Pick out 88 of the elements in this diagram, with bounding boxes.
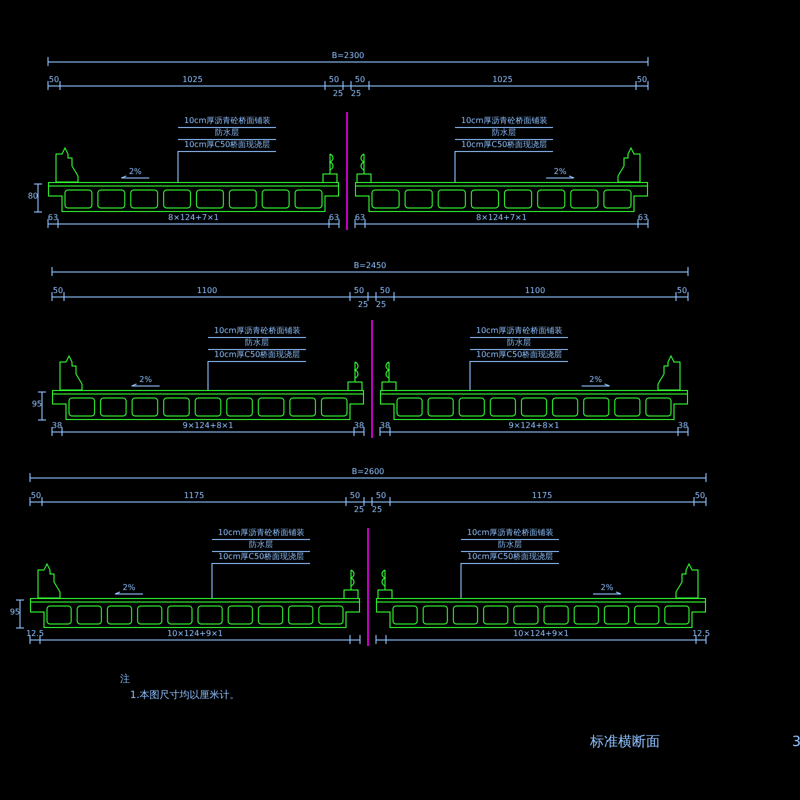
layer-label: 10cm厚C50桥面现浇层: [455, 140, 554, 152]
dimension-label: B=2600: [352, 467, 384, 476]
hollow-slab-deck-drawing: [376, 598, 706, 628]
dimension-label: 9×124+8×1: [508, 421, 560, 430]
layer-callout: [208, 326, 306, 362]
dimension-label: 50: [380, 286, 390, 295]
dimension-label: 1025: [182, 75, 203, 84]
dimension-label: 63: [354, 213, 366, 222]
dimension-label: 50: [350, 491, 360, 500]
layer-label: 10cm厚C50桥面现浇层: [178, 140, 276, 152]
layer-label: 10cm厚沥青砼桥面铺装: [455, 116, 554, 128]
dimension-label: 25: [350, 89, 362, 98]
dimension-label: 63: [328, 213, 340, 222]
layer-label: 防水层: [208, 338, 306, 350]
drawing-title: 标准横断面: [590, 734, 660, 750]
layer-label: 10cm厚C50桥面现浇层: [470, 350, 568, 362]
layer-label: 10cm厚沥青砼桥面铺装: [208, 326, 306, 338]
dimension-label: 1100: [196, 286, 218, 295]
dimension-label: 10×124+9×1: [513, 629, 569, 638]
dimension-label: 38: [52, 421, 62, 430]
dimension-label: 2%: [122, 583, 136, 592]
dimension-label: 63: [48, 213, 58, 222]
dimension-label: 2%: [554, 167, 566, 176]
dimension-label: 63: [638, 213, 648, 222]
leader-line: [460, 562, 462, 598]
dimension-label: 1175: [532, 491, 552, 500]
layer-label: 10cm厚C50桥面现浇层: [461, 552, 560, 564]
dimension-label: 1100: [524, 286, 546, 295]
layer-label: 防水层: [470, 338, 568, 350]
dimension-label: 25: [358, 300, 368, 309]
layer-label: 10cm厚沥青砼桥面铺装: [461, 528, 560, 540]
leader-line: [454, 150, 456, 182]
note-text: 1.本图尺寸均以厘米计。: [130, 690, 240, 702]
dimension-label: 12.5: [692, 629, 710, 638]
hollow-slab-deck-drawing: [52, 390, 364, 420]
dimension-label: 95: [10, 608, 20, 616]
dimension-label: 50: [636, 75, 648, 84]
layer-label: 防水层: [461, 540, 560, 552]
dimension-label: 50: [354, 286, 364, 295]
dimension-label: 2%: [600, 583, 614, 592]
dimension-label: 50: [676, 286, 688, 295]
dimension-label: 8×124+7×1: [168, 213, 219, 222]
hollow-slab-deck-drawing: [30, 598, 360, 628]
dimension-label: 50: [376, 491, 386, 500]
dimension-label: 12.5: [26, 629, 44, 638]
layer-label: 10cm厚沥青砼桥面铺装: [470, 326, 568, 338]
page-number: 3: [792, 734, 800, 750]
layer-callout: [212, 528, 310, 564]
dimension-label: 25: [372, 505, 382, 514]
dimension-label: 2%: [139, 375, 152, 384]
dimension-label: 2%: [128, 167, 142, 176]
dimension-label: 1175: [184, 491, 204, 500]
dimension-label: 95: [32, 400, 42, 408]
dimension-label: 50: [328, 75, 340, 84]
layer-label: 防水层: [178, 128, 276, 140]
hollow-slab-deck-drawing: [355, 182, 648, 212]
dimension-label: 50: [694, 491, 706, 500]
hollow-slab-deck-drawing: [380, 390, 688, 420]
dimension-label: 38: [354, 421, 364, 430]
dimension-label: 50: [52, 286, 64, 295]
layer-label: 10cm厚沥青砼桥面铺装: [212, 528, 310, 540]
dimension-label: 25: [376, 300, 386, 309]
dimension-label: 10×124+9×1: [167, 629, 223, 638]
layer-callout: [178, 116, 276, 152]
dimension-label: 9×124+8×1: [182, 421, 234, 430]
note-heading: 注: [120, 674, 130, 686]
layer-callout: [461, 528, 560, 564]
layer-label: 防水层: [455, 128, 554, 140]
layer-label: 10cm厚C50桥面现浇层: [212, 552, 310, 564]
dimension-label: B=2450: [354, 261, 386, 270]
dimension-label: 8×124+7×1: [476, 213, 527, 222]
layer-callout: [470, 326, 568, 362]
layer-label: 10cm厚沥青砼桥面铺装: [178, 116, 276, 128]
dimension-label: 80: [28, 192, 38, 200]
dimension-label: 38: [678, 421, 688, 430]
dimension-label: B=2300: [332, 51, 364, 60]
dimension-label: 50: [30, 491, 42, 500]
dimension-label: 50: [354, 75, 366, 84]
dimension-label: 38: [380, 421, 390, 430]
dimension-label: 50: [48, 75, 60, 84]
dimension-label: 1025: [492, 75, 513, 84]
dimension-label: 2%: [589, 375, 602, 384]
hollow-slab-deck-drawing: [48, 182, 339, 212]
layer-callout: [455, 116, 554, 152]
layer-label: 10cm厚C50桥面现浇层: [208, 350, 306, 362]
layer-label: 防水层: [212, 540, 310, 552]
dimension-label: 25: [332, 89, 344, 98]
dimension-label: 25: [354, 505, 364, 514]
